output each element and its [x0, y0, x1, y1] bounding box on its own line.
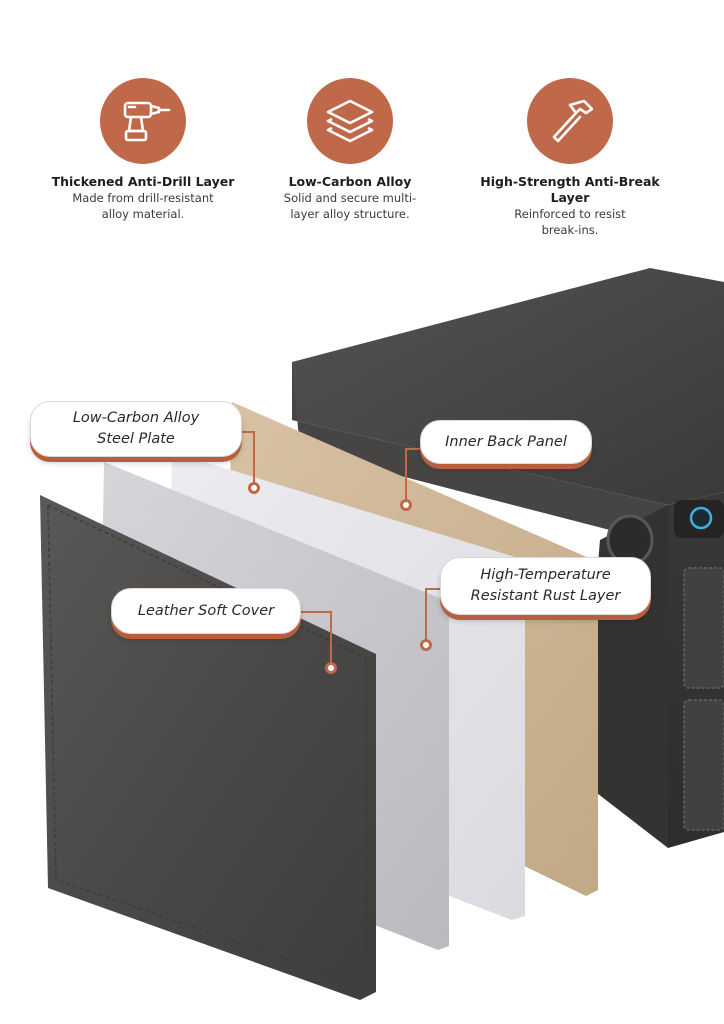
callout-line: Resistant Rust Layer — [470, 588, 621, 604]
feature-description: Reinforced to resist break-ins. — [514, 207, 626, 237]
feature-title: High-Strength Anti-Break Layer — [480, 174, 660, 205]
feature-anti-drill: Thickened Anti-Drill Layer Made from dri… — [33, 78, 253, 222]
feature-description: Solid and secure multi-layer alloy struc… — [283, 191, 417, 221]
callout-line: Steel Plate — [97, 431, 175, 447]
feature-icon-badge — [307, 78, 393, 164]
marker-dot — [325, 662, 337, 674]
fingerprint-sensor-icon — [689, 506, 713, 530]
callout-line: High-Temperature — [480, 567, 611, 583]
feature-title: Low-Carbon Alloy — [288, 174, 412, 189]
callout-steel-plate: Low-Carbon Alloy Steel Plate — [30, 401, 242, 457]
callout-line: Leather Soft Cover — [137, 602, 275, 619]
connector-inner-back — [405, 448, 422, 505]
callout-line: Low-Carbon Alloy — [72, 410, 200, 426]
control-panel — [606, 500, 724, 566]
safe-drawers — [683, 567, 724, 831]
callout-line: Inner Back Panel — [445, 433, 567, 450]
marker-dot — [248, 482, 260, 494]
feature-description: Made from drill-resistant alloy material… — [72, 191, 214, 221]
feature-icon-badge — [100, 78, 186, 164]
marker-dot — [420, 639, 432, 651]
callout-rust-layer: High-Temperature Resistant Rust Layer — [440, 557, 651, 615]
drill-icon — [123, 101, 171, 142]
feature-title: Thickened Anti-Drill Layer — [51, 174, 235, 189]
feature-icon-badge — [527, 78, 613, 164]
feature-low-carbon: Low-Carbon Alloy Solid and secure multi-… — [240, 78, 460, 222]
hammer-icon — [552, 99, 594, 143]
connector-rust-layer — [425, 588, 442, 645]
layers-icon — [326, 99, 374, 143]
callout-inner-back-panel: Inner Back Panel — [420, 420, 592, 464]
marker-dot — [400, 499, 412, 511]
feature-anti-break: High-Strength Anti-Break Layer Reinforce… — [460, 78, 680, 238]
connector-leather — [300, 611, 332, 668]
callout-leather-cover: Leather Soft Cover — [111, 588, 301, 634]
